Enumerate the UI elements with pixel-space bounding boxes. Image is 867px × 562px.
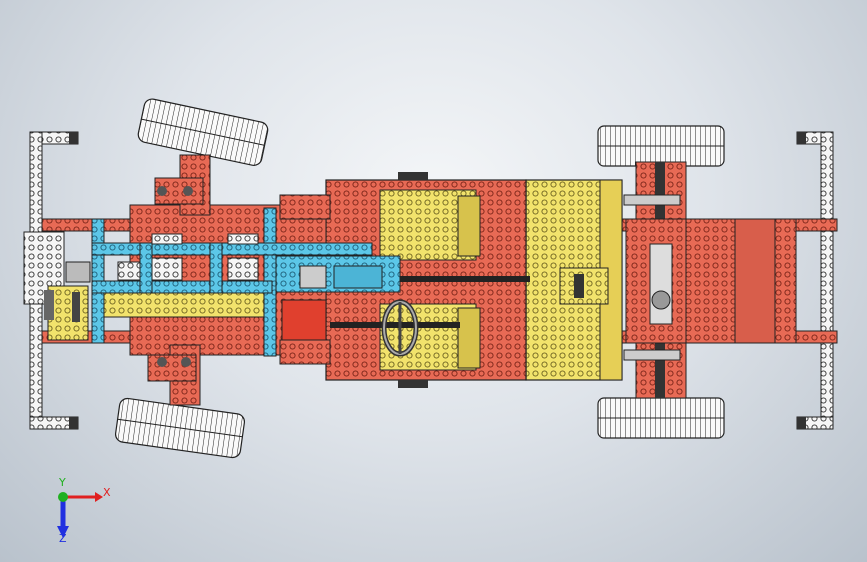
rear-wheel-top [597,125,725,167]
y-axis-label: Y [59,476,66,489]
drive-shaft [330,276,530,328]
rear-bumper-frame [796,131,834,430]
coordinate-triad: X Y Z [45,476,115,545]
steering-knuckle-top [154,177,204,205]
y-axis-arrow [58,492,68,502]
front-wheel-bottom [114,397,246,459]
steering-wheel [381,299,419,357]
front-small-bricks [103,233,265,318]
rear-wheel-bottom [597,397,725,439]
blue-beams [91,207,401,357]
z-axis-label: Z [59,532,67,545]
rear-axle-assembly [623,161,797,399]
front-gearbox [44,261,91,341]
front-wheel-top [137,98,269,166]
x-axis-label: X [103,486,111,499]
seat-block [525,179,623,381]
steering-knuckle-bottom [147,354,197,382]
